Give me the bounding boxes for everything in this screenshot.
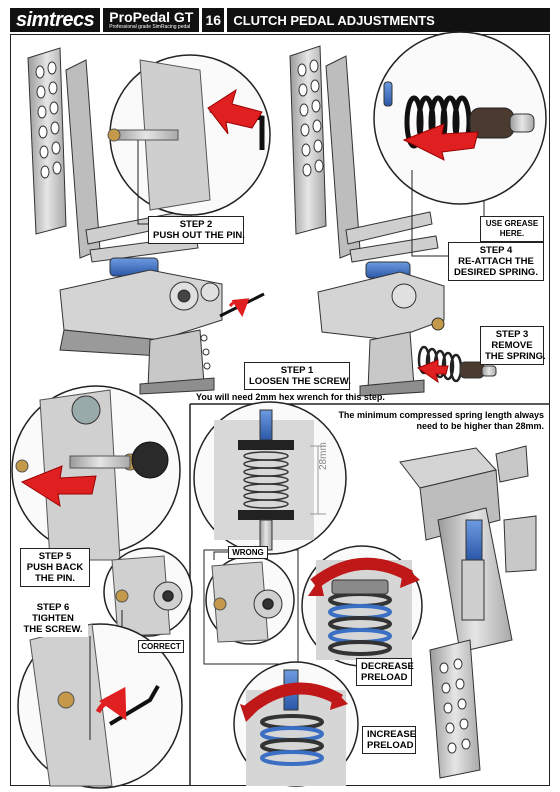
increase-line-1: INCREASE <box>367 729 417 740</box>
step3-line-1: REMOVE <box>491 340 533 351</box>
detail-circle-step4 <box>373 31 547 257</box>
step4-label: STEP 4 RE-ATTACH THE DESIRED SPRING. <box>448 242 544 281</box>
step1-text: LOOSEN THE SCREW. <box>249 376 351 387</box>
step6-title: STEP 6 <box>36 602 70 613</box>
detail-circle-step6 <box>17 623 183 789</box>
page-title: CLUTCH PEDAL ADJUSTMENTS <box>227 8 550 32</box>
step6-line-2: THE SCREW. <box>23 624 83 635</box>
step5-label: STEP 5 PUSH BACK THE PIN. <box>20 548 90 587</box>
pedal-assembly-preload <box>399 445 537 779</box>
step2-label: STEP 2 PUSH OUT THE PIN. <box>148 216 245 244</box>
decrease-line-1: DECREASE <box>361 661 414 672</box>
decrease-line-2: PRELOAD <box>361 672 408 683</box>
removed-spring <box>416 345 497 384</box>
grease-line-1: USE GREASE <box>485 219 539 228</box>
dimension-label: 28mm <box>318 442 329 470</box>
spring-note-line-1: The minimum compressed spring length alw… <box>338 410 544 420</box>
step3-line-2: THE SPRING. <box>485 351 546 362</box>
spring-length-note: The minimum compressed spring length alw… <box>338 410 544 432</box>
step5-line-1: PUSH BACK <box>26 562 84 573</box>
spring-note-line-2: need to be higher than 28mm. <box>416 421 544 431</box>
increase-preload-label: INCREASE PRELOAD <box>362 726 416 754</box>
grease-line-2: HERE. <box>499 229 525 238</box>
brand-logo: simtrecs <box>10 8 101 32</box>
decrease-preload-label: DECREASE PRELOAD <box>356 658 414 686</box>
grease-label: USE GREASE HERE. <box>480 216 544 242</box>
step1-label: STEP 1 LOOSEN THE SCREW. <box>244 362 351 390</box>
step3-title: STEP 3 <box>495 329 529 340</box>
step6-line-1: TIGHTEN <box>32 613 74 624</box>
detail-circle-wrong <box>205 551 295 645</box>
step2-text: PUSH OUT THE PIN. <box>153 230 245 241</box>
page-header: simtrecs ProPedal GT Professional grade … <box>10 8 550 32</box>
pedal-assembly-right <box>289 45 445 397</box>
step4-title: STEP 4 <box>479 245 513 256</box>
step5-title: STEP 5 <box>38 551 72 562</box>
product-tagline: Professional grade SimRacing pedal <box>109 24 191 30</box>
step3-label: STEP 3 REMOVE THE SPRING. <box>480 326 546 365</box>
detail-circle-step5 <box>11 385 181 561</box>
step6-label: STEP 6 TIGHTEN THE SCREW. <box>18 600 88 637</box>
detail-circle-spring-length <box>193 401 347 555</box>
detail-circle-step2 <box>107 54 271 225</box>
step4-line-1: RE-ATTACH THE <box>458 256 534 267</box>
correct-label: CORRECT <box>138 640 184 653</box>
increase-line-2: PRELOAD <box>367 740 414 751</box>
step1-title: STEP 1 <box>280 365 314 376</box>
step5-line-2: THE PIN. <box>34 573 76 584</box>
detail-circle-correct <box>103 547 193 647</box>
step4-line-2: DESIRED SPRING. <box>454 267 538 278</box>
product-name: ProPedal GT <box>109 9 194 25</box>
hex-wrench-note: You will need 2mm hex wrench for this st… <box>196 392 385 402</box>
page-number: 16 <box>202 8 225 32</box>
wrong-label: WRONG <box>228 546 268 559</box>
product-box: ProPedal GT Professional grade SimRacing… <box>103 8 200 32</box>
detail-circle-increase <box>233 661 359 787</box>
detail-circle-decrease <box>301 545 423 667</box>
step2-title: STEP 2 <box>179 219 213 230</box>
